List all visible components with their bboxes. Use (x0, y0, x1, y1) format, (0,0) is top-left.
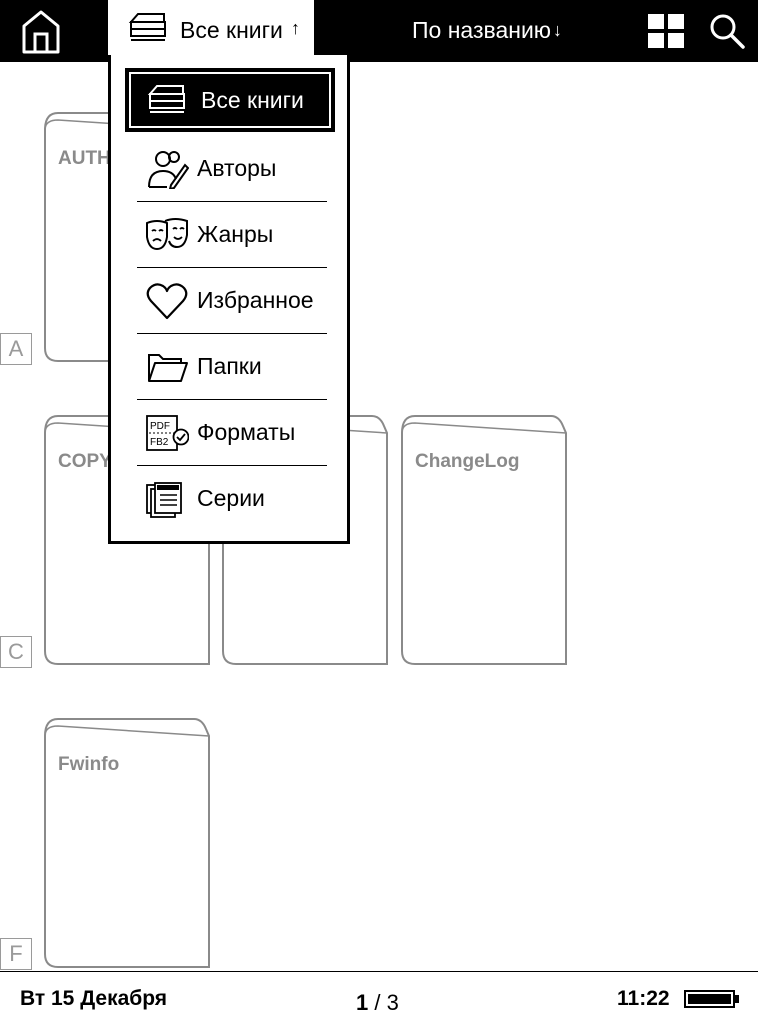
formats-icon-text: FB2 (150, 437, 169, 448)
folder-icon (148, 354, 188, 382)
book-cover[interactable]: Fwinfo (44, 716, 210, 968)
filter-label: Все книги (180, 17, 283, 43)
clock-text: 11:22 (617, 987, 670, 1010)
formats-icon-text: PDF (150, 421, 170, 432)
menu-item-formats[interactable]: PDF FB2 Форматы (137, 399, 327, 466)
date-text: Вт 15 Декабря (20, 987, 168, 1010)
page-separator: / (368, 990, 387, 1015)
authors-icon (148, 151, 189, 189)
menu-item-authors[interactable]: Авторы (137, 135, 327, 202)
menu-item-label: Папки (197, 353, 262, 379)
menu-item-genres[interactable]: Жанры (137, 201, 327, 268)
book-outline (401, 415, 567, 665)
home-button[interactable] (16, 8, 66, 54)
book-title: Fwinfo (58, 754, 120, 775)
library-filter-tab[interactable]: Все книги ↑ (108, 0, 314, 55)
sort-button[interactable]: По названию↓ (412, 17, 562, 44)
menu-item-label: Авторы (197, 155, 277, 181)
book-title: ChangeLog (415, 451, 520, 472)
top-bar: Все книги ↑ По названию↓ (0, 0, 758, 62)
search-icon (710, 14, 745, 49)
menu-item-label: Избранное (197, 287, 314, 313)
series-icon (146, 482, 182, 518)
library-filter-menu: Все книги Авторы Жанры Избранное (108, 55, 350, 544)
menu-item-label: Форматы (197, 419, 296, 445)
battery-icon (684, 990, 739, 1008)
search-button[interactable] (708, 12, 746, 50)
arrow-up-icon: ↑ (291, 18, 300, 38)
menu-item-label: Серии (197, 485, 265, 511)
menu-item-folders[interactable]: Папки (137, 333, 327, 400)
books-stack-icon (147, 85, 185, 113)
books-stack-icon (128, 13, 166, 41)
home-icon (22, 10, 60, 54)
book-outline (44, 718, 210, 968)
menu-item-favorites[interactable]: Избранное (137, 267, 327, 334)
menu-item-label: Жанры (197, 221, 274, 247)
section-letter: A (0, 333, 32, 365)
total-pages: 3 (386, 990, 399, 1015)
menu-item-series[interactable]: Серии (137, 465, 327, 531)
menu-item-all-books[interactable]: Все книги (125, 68, 335, 132)
current-page: 1 (356, 990, 369, 1015)
arrow-down-icon: ↓ (553, 20, 563, 40)
menu-item-label: Все книги (201, 87, 304, 113)
section-letter: C (0, 636, 32, 668)
genres-masks-icon (146, 218, 188, 251)
formats-icon: PDF FB2 (146, 415, 189, 451)
book-cover[interactable]: ChangeLog (401, 413, 567, 665)
heart-icon (146, 283, 188, 320)
page-indicator[interactable]: 1 / 3 (356, 990, 399, 1016)
grid-view-icon (648, 14, 684, 48)
status-bar: Вт 15 Декабря 1 / 3 11:22 (0, 971, 758, 1025)
section-letter: F (0, 938, 32, 970)
sort-label: По названию (412, 17, 552, 43)
grid-view-button[interactable] (648, 14, 684, 48)
